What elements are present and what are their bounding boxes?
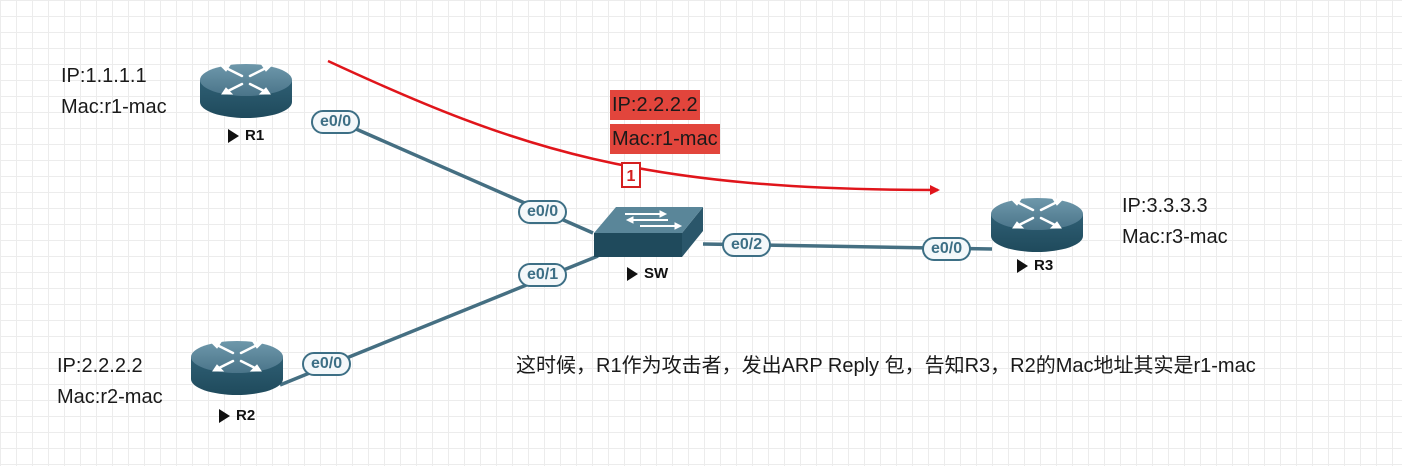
arp-packet-ip: IP:2.2.2.2 [610,90,700,120]
r1-ip-text: IP:1.1.1.1 [61,65,147,87]
sw-node-label[interactable]: SW [627,265,668,282]
r2-node-label[interactable]: R2 [219,407,255,424]
play-icon [1017,258,1028,273]
router-r2-icon[interactable] [189,339,285,397]
r1-node-label[interactable]: R1 [228,127,264,144]
r3-ip-text: IP:3.3.3.3 [1122,195,1208,217]
r3-node-label[interactable]: R3 [1017,257,1053,274]
router-r3-icon[interactable] [989,196,1085,254]
router-r1-icon[interactable] [198,62,294,120]
r2-name: R2 [236,407,256,424]
r2-mac-text: Mac:r2-mac [57,386,163,408]
r2-ip-text: IP:2.2.2.2 [57,355,143,377]
arp-packet-mac: Mac:r1-mac [610,124,720,154]
r3-mac-text: Mac:r3-mac [1122,226,1228,248]
step-number-badge: 1 [621,162,641,188]
sw-port-to-r2[interactable]: e0/1 [518,263,568,287]
r2-port-label[interactable]: e0/0 [302,352,352,376]
sw-port-to-r1[interactable]: e0/0 [518,200,568,224]
switch-sw-icon[interactable] [594,207,703,257]
arp-reply-arrow [327,59,940,195]
sw-port-to-r3[interactable]: e0/2 [722,233,772,257]
explanation-note: 这时候，R1作为攻击者，发出ARP Reply 包，告知R3，R2的Mac地址其… [516,355,1256,377]
play-icon [219,408,230,423]
r3-port-label[interactable]: e0/0 [922,237,972,261]
sw-name: SW [644,265,669,282]
play-icon [627,266,638,281]
r1-mac-text: Mac:r1-mac [61,96,167,118]
play-icon [228,128,239,143]
r3-name: R3 [1034,257,1054,274]
r1-port-label[interactable]: e0/0 [311,110,361,134]
r1-name: R1 [245,127,265,144]
